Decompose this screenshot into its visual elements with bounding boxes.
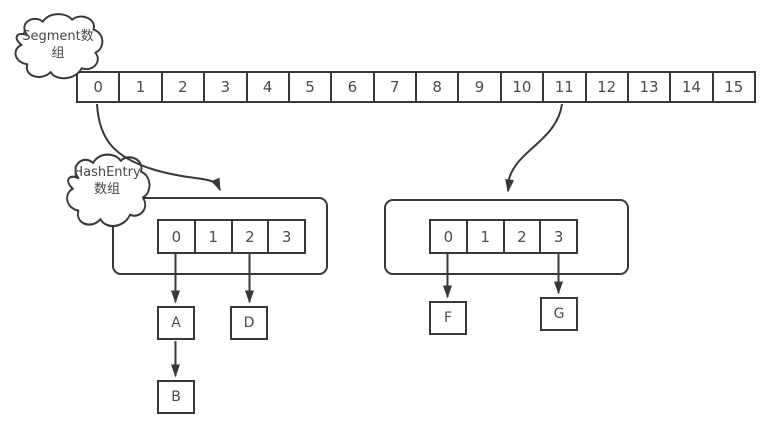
left-bucket-cell-2: 2 <box>233 221 270 252</box>
segment-cell-11: 11 <box>544 73 587 101</box>
hashentry-cloud-label-line2: 数组 <box>93 182 120 197</box>
left-bucket-array: 0 1 2 3 <box>157 219 306 254</box>
segment-cell-15: 15 <box>724 78 744 96</box>
node-g: G <box>540 297 578 331</box>
segment-cell-0: 0 <box>78 73 121 101</box>
segment-cloud-label-line2: 组 <box>51 46 65 61</box>
left-bucket-cell-0: 0 <box>159 221 196 252</box>
segment-cell-1: 1 <box>120 73 163 101</box>
right-bucket-cell-2: 2 <box>505 221 542 252</box>
right-bucket-cell-0: 0 <box>431 221 468 252</box>
segment-cell-4: 4 <box>248 73 290 101</box>
arrow-segment11-to-right-bucket <box>505 103 563 193</box>
segment-cell-14: 14 <box>671 73 714 101</box>
segment-cell-2: 2 <box>163 73 206 101</box>
segment-cloud-label: Segment数 组 <box>13 28 103 62</box>
right-bucket-cell-1: 1 <box>468 221 505 252</box>
right-bucket-array: 0 1 2 3 <box>429 219 578 254</box>
right-bucket-cell-3: 3 <box>553 227 564 246</box>
segment-cell-10: 10 <box>502 73 545 101</box>
node-b: B <box>157 380 195 414</box>
segment-cell-5: 5 <box>290 73 333 101</box>
segment-cell-6: 6 <box>332 73 375 101</box>
segment-cloud-label-line1: Segment数 <box>22 29 94 44</box>
left-bucket-cell-3: 3 <box>281 227 292 246</box>
segment-cell-7: 7 <box>375 73 417 101</box>
segment-cell-12: 12 <box>587 73 629 101</box>
hashentry-cloud-label: HashEntry 数组 <box>62 164 152 198</box>
segment-cell-3: 3 <box>205 73 248 101</box>
node-d: D <box>230 306 268 340</box>
hashentry-cloud-label-line1: HashEntry <box>73 165 141 180</box>
node-f: F <box>429 301 467 335</box>
segment-cell-8: 8 <box>417 73 460 101</box>
segment-array: 0 1 2 3 4 5 6 7 8 9 10 11 12 13 14 15 <box>76 71 756 103</box>
left-bucket-cell-1: 1 <box>196 221 233 252</box>
node-a: A <box>157 306 195 340</box>
segment-cell-13: 13 <box>629 73 672 101</box>
segment-cell-9: 9 <box>459 73 502 101</box>
